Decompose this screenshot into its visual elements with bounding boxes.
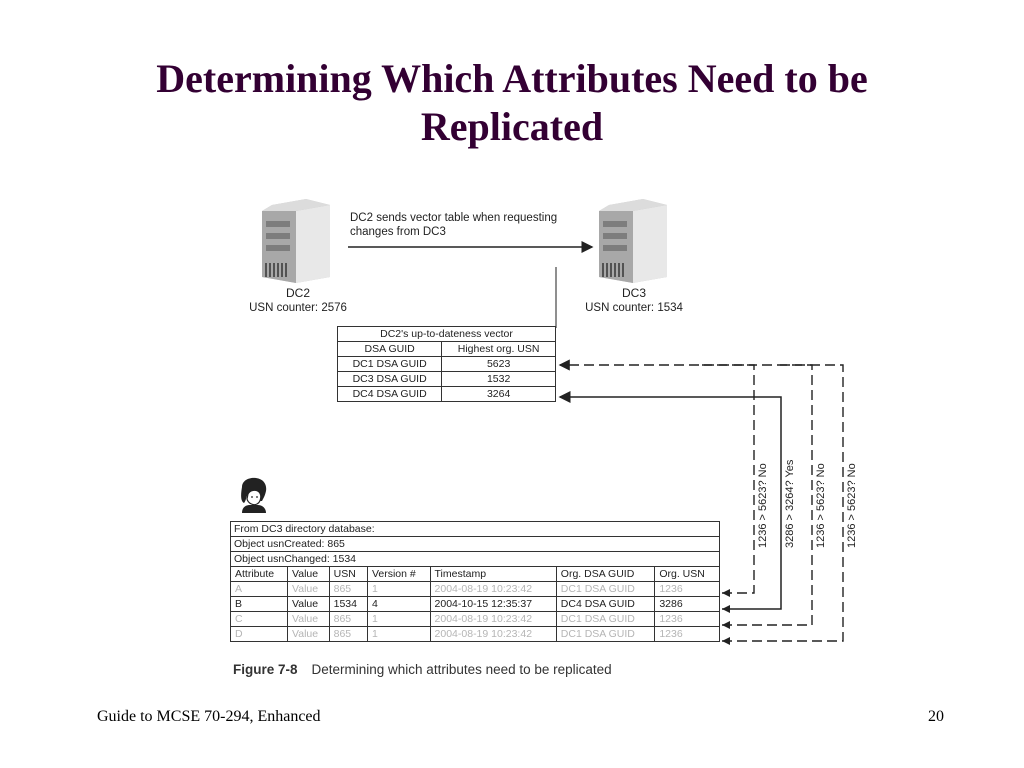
db-cell: 4 bbox=[366, 596, 431, 612]
vector-table: DC2's up-to-dateness vector DSA GUID Hig… bbox=[336, 326, 556, 402]
compare-line-d bbox=[722, 364, 844, 642]
db-cell: D bbox=[229, 626, 289, 642]
db-header: USN bbox=[328, 566, 368, 582]
vector-header-usn: Highest org. USN bbox=[441, 341, 556, 357]
db-header: Org. DSA GUID bbox=[555, 566, 656, 582]
db-cell: 3286 bbox=[654, 596, 720, 612]
db-cell: DC4 DSA GUID bbox=[555, 596, 656, 612]
footer-course-title: Guide to MCSE 70-294, Enhanced bbox=[97, 708, 321, 725]
db-row: D Value 865 1 2004-08-19 10:23:42 DC1 DS… bbox=[229, 626, 720, 642]
vector-row: DC3 DSA GUID 1532 bbox=[336, 371, 556, 387]
vector-table-header-row: DSA GUID Highest org. USN bbox=[336, 341, 556, 357]
vector-table-title-row: DC2's up-to-dateness vector bbox=[337, 326, 556, 342]
db-arrow-a bbox=[722, 589, 730, 597]
comparison-label: 1236 > 5623? No bbox=[757, 463, 769, 548]
vector-row: DC4 DSA GUID 3264 bbox=[336, 386, 556, 402]
db-cell: DC1 DSA GUID bbox=[555, 626, 656, 642]
db-header-row: Attribute Value USN Version # Timestamp … bbox=[229, 566, 720, 582]
comparison-label: 3286 > 3264? Yes bbox=[784, 459, 796, 548]
figure-caption: Figure 7-8 Determining which attributes n… bbox=[233, 662, 612, 677]
db-arrow-b bbox=[722, 605, 730, 613]
db-cell: 1236 bbox=[654, 581, 720, 597]
compare-line-b bbox=[558, 391, 782, 610]
vector-cell-usn: 1532 bbox=[441, 371, 556, 387]
user-avatar-icon bbox=[241, 477, 267, 513]
db-cell: DC1 DSA GUID bbox=[555, 581, 656, 597]
figure-caption-text: Determining which attributes need to be … bbox=[311, 662, 612, 677]
db-arrow-c bbox=[722, 621, 730, 629]
db-header: Attribute bbox=[229, 566, 289, 582]
server-dc2-usn: USN counter: 2576 bbox=[249, 302, 347, 314]
db-cell: 2004-08-19 10:23:42 bbox=[429, 626, 557, 642]
vector-cell-guid: DC3 DSA GUID bbox=[336, 371, 443, 387]
figure-caption-label: Figure 7-8 bbox=[233, 662, 298, 677]
db-cell: Value bbox=[287, 581, 330, 597]
db-row-highlighted: B Value 1534 4 2004-10-15 12:35:37 DC4 D… bbox=[229, 596, 720, 612]
server-dc3-name: DC3 bbox=[621, 286, 646, 300]
directory-database-table: From DC3 directory database: Object usnC… bbox=[229, 521, 720, 642]
comparison-label: 1236 > 5623? No bbox=[815, 463, 827, 548]
compare-line-c bbox=[700, 364, 813, 626]
vector-cell-usn: 5623 bbox=[441, 356, 556, 372]
db-arrow-d bbox=[722, 637, 730, 645]
db-header: Org. USN bbox=[654, 566, 720, 582]
db-cell: Value bbox=[287, 611, 330, 627]
db-cell: 1236 bbox=[654, 611, 720, 627]
db-header: Timestamp bbox=[429, 566, 557, 582]
vector-row: DC1 DSA GUID 5623 bbox=[336, 356, 556, 372]
db-cell: 2004-08-19 10:23:42 bbox=[429, 581, 557, 597]
db-usn-changed: Object usnChanged: 1534 bbox=[230, 551, 720, 567]
server-dc3-icon bbox=[599, 199, 667, 283]
db-cell: B bbox=[229, 596, 289, 612]
request-message-line-2: changes from DC3 bbox=[350, 226, 446, 238]
db-cell: 2004-08-19 10:23:42 bbox=[429, 611, 557, 627]
db-cell: 1534 bbox=[328, 596, 368, 612]
server-dc3-usn: USN counter: 1534 bbox=[585, 302, 683, 314]
request-message-line-1: DC2 sends vector table when requesting bbox=[350, 212, 558, 224]
db-row: C Value 865 1 2004-08-19 10:23:42 DC1 DS… bbox=[229, 611, 720, 627]
vector-cell-guid: DC4 DSA GUID bbox=[336, 386, 443, 402]
vector-cell-usn: 3264 bbox=[441, 386, 556, 402]
db-from-line: From DC3 directory database: bbox=[230, 521, 720, 537]
db-cell: 1 bbox=[366, 611, 431, 627]
db-cell: 865 bbox=[328, 626, 368, 642]
db-usn-created-row: Object usnCreated: 865 bbox=[230, 536, 720, 552]
comparison-label: 1236 > 5623? No bbox=[846, 463, 858, 548]
db-cell: 865 bbox=[328, 611, 368, 627]
db-cell: Value bbox=[287, 596, 330, 612]
db-cell: DC1 DSA GUID bbox=[555, 611, 656, 627]
db-cell: 2004-10-15 12:35:37 bbox=[429, 596, 557, 612]
db-cell: C bbox=[229, 611, 289, 627]
db-header: Version # bbox=[366, 566, 431, 582]
title-line-1: Determining Which Attributes Need to be bbox=[156, 56, 868, 101]
db-usn-created: Object usnCreated: 865 bbox=[230, 536, 720, 552]
db-header: Value bbox=[287, 566, 330, 582]
db-cell: 1 bbox=[366, 581, 431, 597]
db-cell: 1 bbox=[366, 626, 431, 642]
server-dc2-icon bbox=[262, 199, 330, 283]
title-line-2: Replicated bbox=[420, 104, 604, 149]
db-row: A Value 865 1 2004-08-19 10:23:42 DC1 DS… bbox=[229, 581, 720, 597]
page-number: 20 bbox=[928, 708, 944, 725]
vector-cell-guid: DC1 DSA GUID bbox=[336, 356, 443, 372]
db-cell: 865 bbox=[328, 581, 368, 597]
db-cell: Value bbox=[287, 626, 330, 642]
request-message: DC2 sends vector table when requesting c… bbox=[350, 211, 557, 239]
db-cell: A bbox=[229, 581, 289, 597]
slide-title: Determining Which Attributes Need to be … bbox=[60, 55, 964, 151]
db-cell: 1236 bbox=[654, 626, 720, 642]
compare-line-a bbox=[558, 359, 755, 594]
server-dc2-name: DC2 bbox=[285, 286, 310, 300]
vector-table-title: DC2's up-to-dateness vector bbox=[337, 326, 556, 342]
db-usn-changed-row: Object usnChanged: 1534 bbox=[230, 551, 720, 567]
vector-header-guid: DSA GUID bbox=[336, 341, 443, 357]
db-from-row: From DC3 directory database: bbox=[230, 521, 720, 537]
